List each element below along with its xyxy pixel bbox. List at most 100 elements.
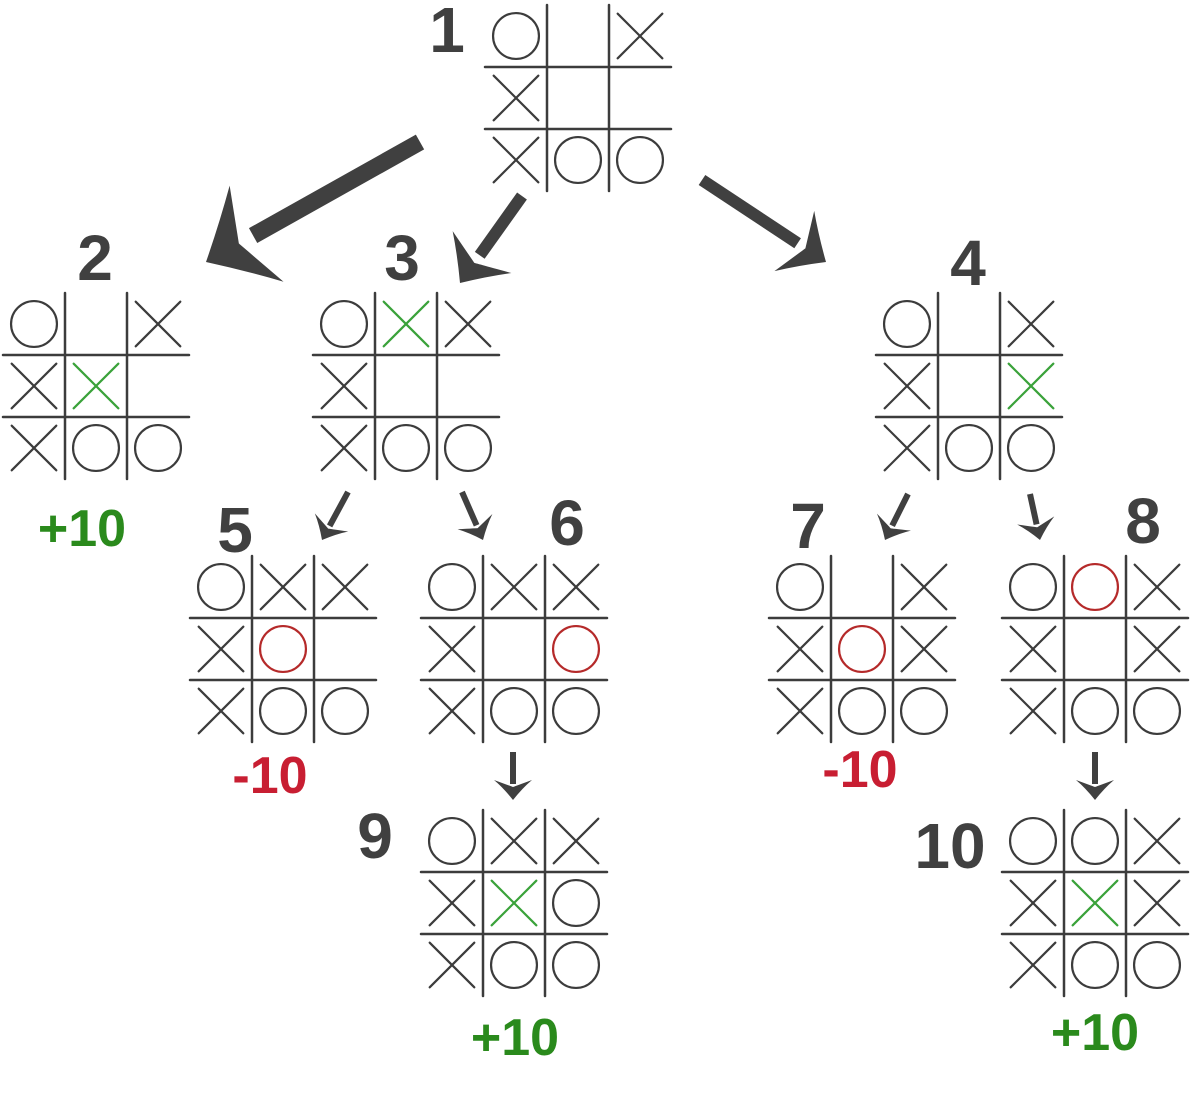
x-mark (900, 563, 948, 611)
node-label: 1 (429, 0, 465, 66)
arrow-head (1076, 780, 1114, 800)
node-label: 8 (1125, 485, 1161, 557)
o-mark (133, 423, 183, 473)
x-mark (444, 300, 492, 348)
tic-tac-toe-board (419, 808, 609, 998)
edge-1-to-2 (206, 134, 425, 282)
x-mark (883, 362, 931, 410)
x-mark (492, 136, 540, 184)
x-mark (320, 424, 368, 472)
x-mark (1009, 941, 1057, 989)
node-label: 6 (549, 487, 585, 559)
o-mark (71, 423, 121, 473)
arrow-head (774, 210, 826, 272)
edges (206, 134, 1114, 800)
x-mark (1007, 300, 1055, 348)
x-mark (259, 563, 307, 611)
arrow-head (1017, 516, 1055, 540)
node-label: 7 (790, 490, 826, 562)
tic-tac-toe-board (419, 554, 609, 744)
arrow-head (314, 513, 349, 540)
x-mark (428, 625, 476, 673)
tic-tac-toe-board (1, 291, 191, 481)
tic-tac-toe-board (1000, 554, 1190, 744)
o-mark (944, 423, 994, 473)
arrow-shaft (459, 490, 480, 527)
o-mark (1008, 816, 1058, 866)
o-mark (427, 562, 477, 612)
node-6: 6 (419, 487, 609, 744)
tic-tac-toe-board (767, 554, 957, 744)
o-mark (551, 940, 601, 990)
o-mark (320, 686, 370, 736)
x-mark (1133, 563, 1181, 611)
arrow-shaft (698, 174, 801, 249)
o-mark (1070, 816, 1120, 866)
tic-tac-toe-board (1000, 808, 1190, 998)
node-label: 5 (217, 494, 253, 566)
x-mark (428, 941, 476, 989)
x-mark (490, 563, 538, 611)
x-mark (321, 563, 369, 611)
x-mark (900, 625, 948, 673)
x-mark (552, 563, 600, 611)
x-mark (1133, 625, 1181, 673)
edge-8-to-10 (1076, 752, 1114, 800)
tic-tac-toe-board (311, 291, 501, 481)
node-label: 3 (384, 222, 420, 294)
x-mark (428, 879, 476, 927)
tic-tac-toe-board (188, 554, 378, 744)
o-mark (427, 816, 477, 866)
o-mark (882, 299, 932, 349)
o-mark (1070, 686, 1120, 736)
node-5: 5 -10 (188, 494, 378, 805)
o-mark (615, 135, 665, 185)
edge-3-to-5 (314, 490, 351, 540)
nodes: 1 2+10 3 4 5 -10 6 7 -10 8 9+10 10+10 (1, 0, 1190, 1067)
o-mark (1070, 940, 1120, 990)
node-2: 2+10 (1, 222, 191, 558)
o-mark (1132, 686, 1182, 736)
o-mark (551, 624, 601, 674)
arrow-shaft (248, 134, 425, 244)
edge-1-to-3 (452, 192, 527, 283)
x-mark (1009, 879, 1057, 927)
node-9: 9+10 (357, 800, 609, 1067)
x-mark (1009, 687, 1057, 735)
score-label: -10 (232, 747, 307, 805)
x-mark (776, 625, 824, 673)
o-mark (491, 11, 541, 61)
arrow-shaft (474, 192, 527, 259)
o-mark (551, 686, 601, 736)
x-mark (1009, 625, 1057, 673)
node-8: 8 (1000, 485, 1190, 744)
node-label: 4 (950, 227, 986, 299)
o-mark (258, 686, 308, 736)
score-label: -10 (822, 741, 897, 799)
x-mark (776, 687, 824, 735)
x-mark (134, 300, 182, 348)
node-1: 1 (429, 0, 673, 193)
o-mark (319, 299, 369, 349)
arrow-head (452, 231, 512, 283)
x-mark (490, 817, 538, 865)
o-mark (196, 562, 246, 612)
o-mark (1132, 940, 1182, 990)
x-mark (1133, 817, 1181, 865)
node-10: 10+10 (914, 808, 1190, 1062)
x-mark (197, 625, 245, 673)
arrow-head (457, 514, 493, 540)
o-mark (551, 878, 601, 928)
x-mark (1007, 362, 1055, 410)
o-mark (775, 562, 825, 612)
x-mark (1133, 879, 1181, 927)
x-mark (883, 424, 931, 472)
o-mark (837, 686, 887, 736)
o-mark (899, 686, 949, 736)
o-mark (1006, 423, 1056, 473)
node-label: 9 (357, 800, 393, 872)
arrow-head (206, 185, 284, 282)
x-mark (1071, 879, 1119, 927)
arrow-head (876, 513, 911, 540)
